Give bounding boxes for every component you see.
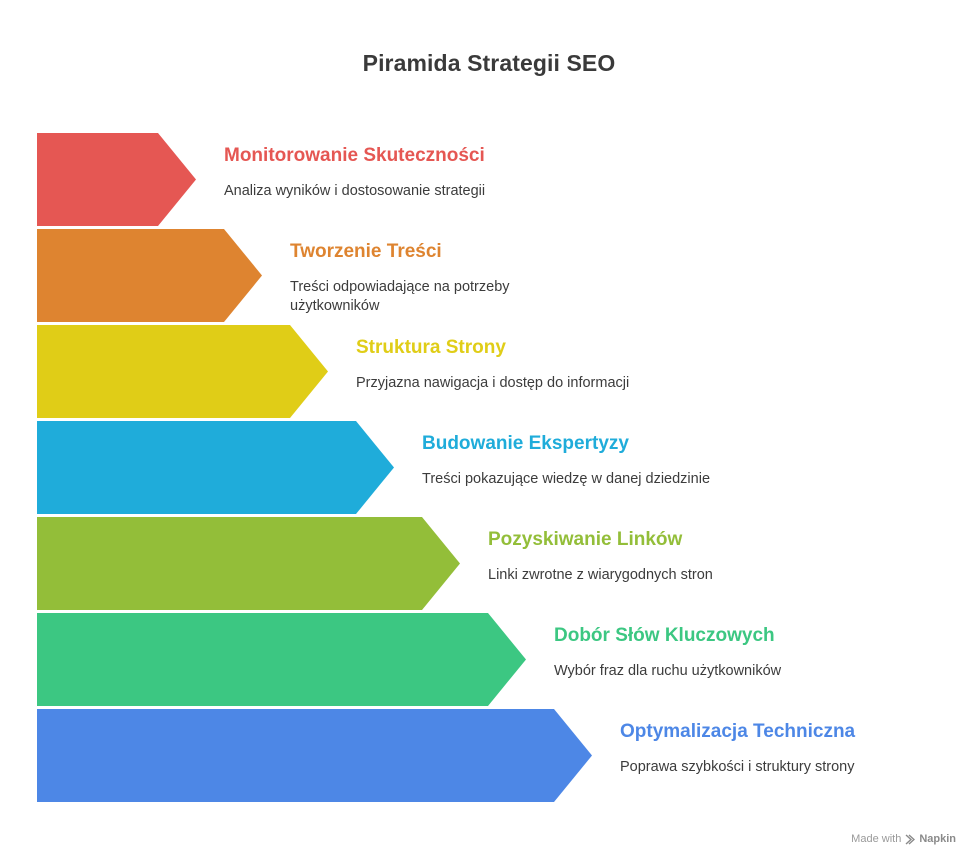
level-1-description: Analiza wyników i dostosowanie strategii xyxy=(224,183,486,199)
level-2-arrow xyxy=(37,229,262,322)
watermark-brand: Napkin xyxy=(919,833,956,845)
level-6-description: Wybór fraz dla ruchu użytkowników xyxy=(554,663,782,679)
level-5-title: Pozyskiwanie Linków xyxy=(488,529,683,550)
page-title: Piramida Strategii SEO xyxy=(362,50,616,76)
level-4-arrow xyxy=(37,421,394,514)
level-7-title: Optymalizacja Techniczna xyxy=(620,721,856,742)
level-2-text: Tworzenie Treści Treści odpowiadające na… xyxy=(290,240,630,316)
level-5-text: Pozyskiwanie Linków Linki zwrotne z wiar… xyxy=(488,528,828,585)
watermark-prefix: Made with xyxy=(851,833,902,845)
level-6-arrow xyxy=(37,613,526,706)
level-5-arrow xyxy=(37,517,460,610)
level-6-text: Dobór Słów Kluczowych Wybór fraz dla ruc… xyxy=(554,624,894,681)
level-4-text: Budowanie Ekspertyzy Treści pokazujące w… xyxy=(422,432,762,489)
level-4-title: Budowanie Ekspertyzy xyxy=(422,433,629,454)
level-7-arrow xyxy=(37,709,592,802)
level-5-description: Linki zwrotne z wiarygodnych stron xyxy=(488,567,713,583)
level-6-title: Dobór Słów Kluczowych xyxy=(554,625,775,646)
level-3-title: Struktura Strony xyxy=(356,337,506,358)
napkin-logo-icon xyxy=(905,833,916,845)
level-7-description: Poprawa szybkości i struktury strony xyxy=(620,759,855,775)
watermark: Made with Napkin xyxy=(851,833,956,845)
level-3-text: Struktura Strony Przyjazna nawigacja i d… xyxy=(356,336,696,393)
level-2-title: Tworzenie Treści xyxy=(290,241,442,262)
level-1-title: Monitorowanie Skuteczności xyxy=(224,145,485,166)
level-7-text: Optymalizacja Techniczna Poprawa szybkoś… xyxy=(620,720,960,777)
level-3-arrow xyxy=(37,325,328,418)
level-1-arrow xyxy=(37,133,196,226)
level-2-description: Treści odpowiadające na potrzeby użytkow… xyxy=(290,279,510,314)
level-4-description: Treści pokazujące wiedzę w danej dziedzi… xyxy=(422,471,711,487)
level-3-description: Przyjazna nawigacja i dostęp do informac… xyxy=(356,375,630,391)
level-1-text: Monitorowanie Skuteczności Analiza wynik… xyxy=(224,144,564,201)
